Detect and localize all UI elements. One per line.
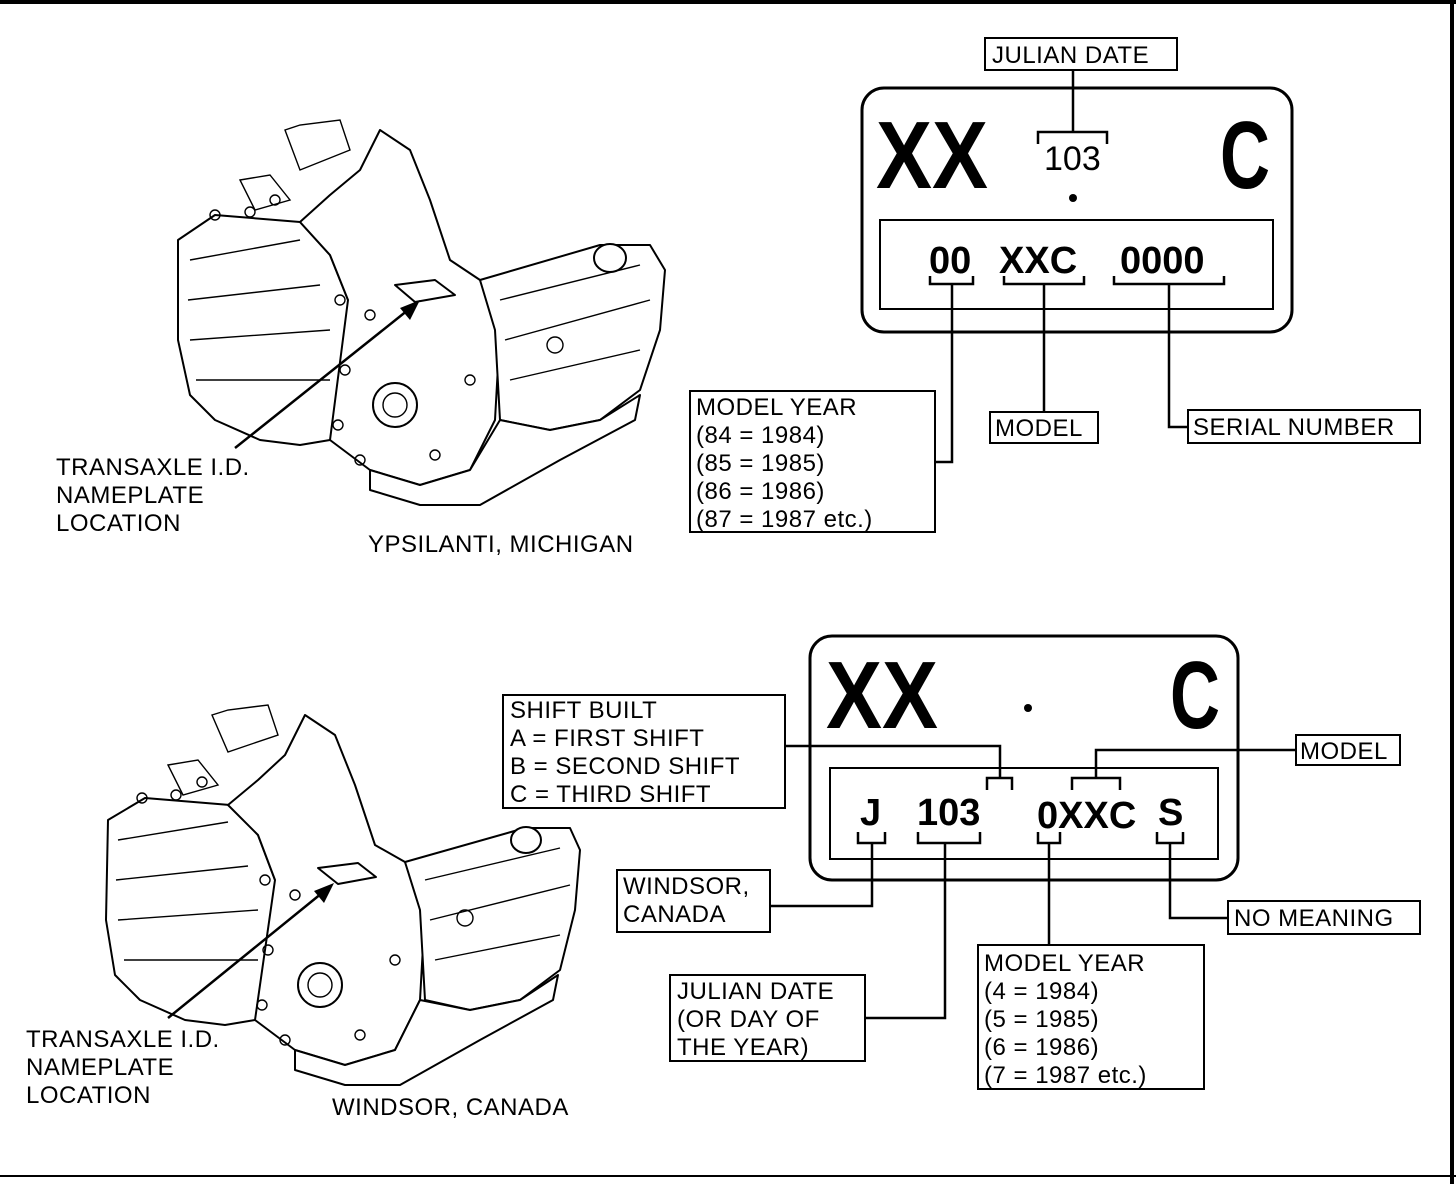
svg-text:WINDSOR, CANADA: WINDSOR, CANADA xyxy=(623,873,757,928)
svg-text:MODEL: MODEL xyxy=(995,415,1083,442)
nameplate-windsor: XX C J 103 0XXC S xyxy=(808,634,1240,882)
plate-big-xx-top: XX xyxy=(876,102,988,209)
leader-lines-bottom xyxy=(770,744,1296,1020)
callout-no-meaning: NO MEANING xyxy=(1227,900,1421,935)
plate-code-year-top: 00 xyxy=(929,240,971,282)
nameplate-arrowhead-bottom xyxy=(314,883,334,903)
plant-caption-windsor: WINDSOR, CANADA xyxy=(332,1094,569,1121)
svg-text:JULIAN DATE: JULIAN DATE xyxy=(992,42,1149,69)
svg-text:MODEL YEAR (4 = 1984): MODEL YEAR (4 = 1984) (5 = 1985) (6 = 19… xyxy=(984,950,1152,1089)
nameplate-ypsilanti: XX C 103 00 XXC 0000 xyxy=(860,86,1294,334)
nameplate-arrowhead-top xyxy=(400,300,420,320)
callout-julian-date-bottom: JULIAN DATE (OR DAY OF THE YEAR) xyxy=(669,974,866,1062)
svg-text:NO MEANING: NO MEANING xyxy=(1234,905,1394,932)
nameplate-arrow-top xyxy=(234,309,409,449)
plate-dot-top xyxy=(1069,194,1077,202)
svg-text:SHIFT BUILT A = FIRST: SHIFT BUILT A = FIRST SHIFT B = SECOND S… xyxy=(510,697,747,808)
plate-code-date-bottom: 103 xyxy=(917,792,980,834)
callout-model-top: MODEL xyxy=(989,411,1099,444)
nameplate-arrow-bottom xyxy=(167,892,323,1019)
plate-big-c-bottom: C xyxy=(1170,642,1220,749)
plate-date-value-top: 103 xyxy=(1044,140,1101,178)
svg-text:MODEL: MODEL xyxy=(1300,738,1388,765)
transaxle-label-top: TRANSAXLE I.D. NAMEPLATE LOCATION xyxy=(56,454,257,537)
callout-model-year-bottom: MODEL YEAR (4 = 1984) (5 = 1985) (6 = 19… xyxy=(977,944,1205,1090)
plate-code-model-top: XXC xyxy=(999,240,1077,282)
svg-text:JULIAN DATE (OR DAY OF: JULIAN DATE (OR DAY OF THE YEAR) xyxy=(677,978,841,1061)
plant-caption-ypsilanti: YPSILANTI, MICHIGAN xyxy=(368,531,634,558)
transaxle-illustration-ypsilanti xyxy=(177,119,666,506)
plate-code-model-bottom: 0XXC xyxy=(1037,795,1136,837)
callout-shift-built: SHIFT BUILT A = FIRST SHIFT B = SECOND S… xyxy=(502,694,786,809)
svg-text:MODEL YEAR (84 = 1984): MODEL YEAR (84 = 1984) (85 = 1985) (86 =… xyxy=(696,394,873,533)
callout-windsor-canada: WINDSOR, CANADA xyxy=(616,869,771,933)
plate-code-shift-bottom: S xyxy=(1158,792,1183,834)
callout-model-bottom: MODEL xyxy=(1295,734,1401,766)
plate-code-serial-top: 0000 xyxy=(1120,240,1205,282)
leader-lines-top xyxy=(928,70,1226,464)
callout-model-year-top: MODEL YEAR (84 = 1984) (85 = 1985) (86 =… xyxy=(689,390,936,533)
transaxle-label-bottom: TRANSAXLE I.D. NAMEPLATE LOCATION xyxy=(26,1026,227,1109)
plate-big-c-top: C xyxy=(1220,102,1270,209)
callout-serial-number-top: SERIAL NUMBER xyxy=(1187,409,1421,444)
svg-text:SERIAL NUMBER: SERIAL NUMBER xyxy=(1193,414,1395,441)
callout-julian-date-top: JULIAN DATE xyxy=(984,37,1178,71)
plate-code-plant-bottom: J xyxy=(860,792,881,834)
plate-big-xx-bottom: XX xyxy=(826,642,938,749)
plate-dot-bottom xyxy=(1024,704,1032,712)
